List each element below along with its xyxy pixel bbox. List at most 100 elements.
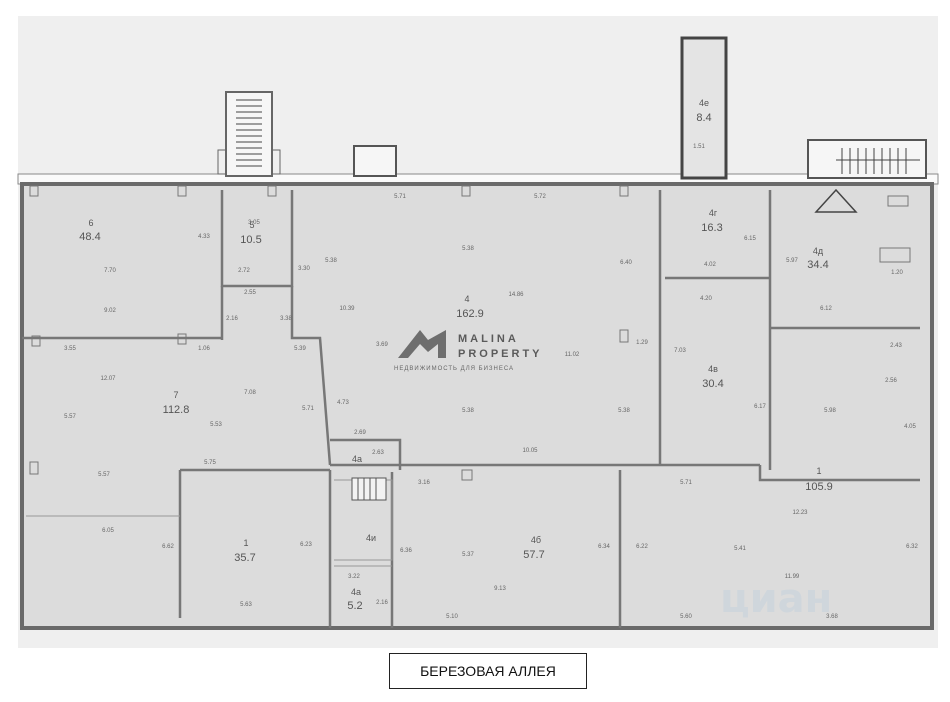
svg-text:9.13: 9.13 [494, 586, 506, 592]
svg-text:1.29: 1.29 [636, 340, 648, 346]
svg-text:5: 5 [249, 220, 254, 230]
svg-text:14.86: 14.86 [508, 292, 524, 298]
svg-text:3.55: 3.55 [64, 346, 76, 352]
room-4e-tower [680, 36, 728, 180]
svg-text:5.38: 5.38 [618, 408, 630, 414]
exterior-stair-left [217, 91, 281, 177]
svg-text:6.17: 6.17 [754, 404, 766, 410]
svg-text:7.70: 7.70 [104, 268, 116, 274]
svg-text:4и: 4и [366, 533, 376, 543]
svg-text:2.16: 2.16 [226, 316, 238, 322]
svg-text:5.37: 5.37 [462, 552, 474, 558]
svg-text:7: 7 [173, 390, 178, 400]
svg-text:16.3: 16.3 [701, 222, 722, 234]
svg-text:5.71: 5.71 [394, 194, 406, 200]
svg-text:3.05: 3.05 [248, 220, 260, 226]
svg-text:4д: 4д [813, 246, 824, 256]
svg-text:4.05: 4.05 [904, 424, 916, 430]
svg-text:2.56: 2.56 [885, 378, 897, 384]
svg-text:5.71: 5.71 [680, 480, 692, 486]
svg-text:5.57: 5.57 [64, 414, 76, 420]
svg-text:1: 1 [816, 466, 821, 476]
svg-text:5.41: 5.41 [734, 546, 746, 552]
logo-mark-icon [398, 330, 446, 358]
entrance-porch [353, 145, 397, 177]
svg-text:6.05: 6.05 [102, 528, 114, 534]
svg-text:5.72: 5.72 [534, 194, 546, 200]
svg-text:4а: 4а [351, 587, 361, 597]
svg-text:2.69: 2.69 [354, 430, 366, 436]
svg-text:10.05: 10.05 [522, 448, 538, 454]
svg-text:3.16: 3.16 [418, 480, 430, 486]
svg-text:12.07: 12.07 [100, 376, 116, 382]
svg-text:162.9: 162.9 [456, 308, 484, 320]
svg-text:5.39: 5.39 [294, 346, 306, 352]
svg-text:5.38: 5.38 [462, 246, 474, 252]
malina-property-logo: MALINA PROPERTY НЕДВИЖИМОСТЬ ДЛЯ БИЗНЕСА [394, 330, 543, 372]
svg-text:12.23: 12.23 [792, 510, 808, 516]
svg-text:2.55: 2.55 [244, 290, 256, 296]
svg-text:5.10: 5.10 [446, 614, 458, 620]
svg-text:4б: 4б [531, 535, 541, 545]
svg-text:3.68: 3.68 [826, 614, 838, 620]
svg-text:6.32: 6.32 [906, 544, 918, 550]
building-footprint [22, 182, 934, 628]
svg-text:5.97: 5.97 [786, 258, 798, 264]
svg-text:35.7: 35.7 [234, 552, 255, 564]
svg-text:1.51: 1.51 [693, 144, 705, 150]
svg-text:7.08: 7.08 [244, 390, 256, 396]
svg-text:34.4: 34.4 [807, 259, 828, 271]
svg-text:5.53: 5.53 [210, 422, 222, 428]
svg-text:4.20: 4.20 [700, 296, 712, 302]
svg-text:6.34: 6.34 [598, 544, 610, 550]
svg-text:4г: 4г [709, 208, 718, 218]
svg-text:57.7: 57.7 [523, 549, 544, 561]
svg-text:10.39: 10.39 [339, 306, 355, 312]
svg-text:3.69: 3.69 [376, 342, 388, 348]
svg-text:11.99: 11.99 [785, 574, 800, 580]
svg-text:6.40: 6.40 [620, 260, 632, 266]
svg-text:1.06: 1.06 [198, 346, 210, 352]
svg-text:9.02: 9.02 [104, 308, 116, 314]
svg-text:3.30: 3.30 [298, 266, 310, 272]
radiators [29, 185, 911, 481]
svg-text:4в: 4в [708, 364, 718, 374]
svg-text:6: 6 [88, 218, 93, 228]
inner-stair [351, 477, 387, 501]
svg-text:8.4: 8.4 [696, 112, 711, 124]
svg-text:30.4: 30.4 [702, 378, 723, 390]
svg-text:5.38: 5.38 [325, 258, 337, 264]
svg-text:5.98: 5.98 [824, 408, 836, 414]
room-labels: 6 48.4 5 10.5 4 162.9 4г 16.3 4д 34.4 4в… [79, 98, 832, 612]
svg-text:105.9: 105.9 [805, 481, 833, 493]
svg-text:6.36: 6.36 [400, 548, 412, 554]
svg-text:MALINA: MALINA [458, 333, 519, 345]
svg-text:6.62: 6.62 [162, 544, 174, 550]
svg-text:4.02: 4.02 [704, 262, 716, 268]
svg-text:112.8: 112.8 [163, 404, 190, 416]
entrance-marker-right [814, 188, 858, 213]
svg-text:НЕДВИЖИМОСТЬ ДЛЯ БИЗНЕСА: НЕДВИЖИМОСТЬ ДЛЯ БИЗНЕСА [394, 366, 514, 372]
svg-text:PROPERTY: PROPERTY [458, 348, 543, 360]
svg-text:5.2: 5.2 [347, 600, 362, 612]
svg-text:5.71: 5.71 [302, 406, 314, 412]
svg-text:5.38: 5.38 [462, 408, 474, 414]
svg-text:5.60: 5.60 [680, 614, 692, 620]
svg-text:циан: циан [720, 576, 832, 622]
svg-text:5.63: 5.63 [240, 602, 252, 608]
svg-text:4а: 4а [352, 454, 362, 464]
svg-text:6.22: 6.22 [636, 544, 648, 550]
cian-watermark: циан [720, 576, 832, 622]
street-label: БЕРЕЗОВАЯ АЛЛЕЯ [389, 653, 587, 689]
svg-text:5.75: 5.75 [204, 460, 216, 466]
outer-wall [20, 182, 934, 630]
svg-text:10.5: 10.5 [240, 234, 261, 246]
svg-text:2.63: 2.63 [372, 450, 384, 456]
svg-text:2.43: 2.43 [890, 343, 902, 349]
exterior-stair-right [807, 139, 927, 179]
svg-text:1: 1 [243, 538, 248, 548]
svg-text:2.16: 2.16 [376, 600, 388, 606]
svg-text:6.23: 6.23 [300, 542, 312, 548]
svg-text:4.33: 4.33 [198, 234, 210, 240]
